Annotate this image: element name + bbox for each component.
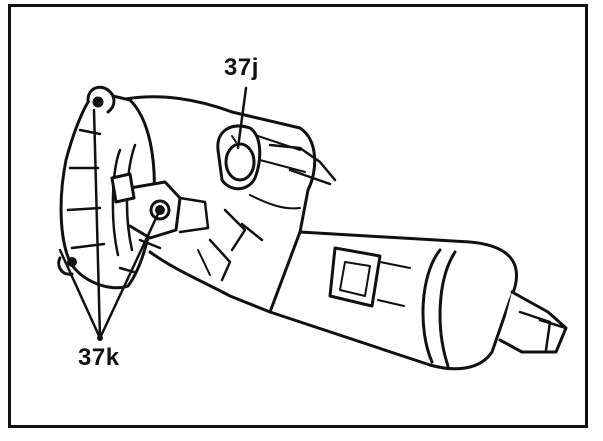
callout-37k: 37k: [78, 344, 120, 371]
figure-frame: [8, 4, 588, 428]
lock-housing-flange: [57, 85, 156, 290]
shaft-end: [498, 290, 568, 354]
lock-cylinder: [110, 172, 210, 274]
upper-housing: [118, 95, 337, 314]
leader-line-37k-lower: [58, 248, 102, 340]
leader-line-37j: [236, 86, 248, 150]
leader-line-37k-left: [92, 108, 102, 340]
callout-37j: 37j: [224, 54, 259, 81]
leader-apex: [97, 335, 103, 341]
figure-frame-bottom: [8, 425, 588, 428]
column-tube: [268, 230, 518, 371]
leader-line-37k-right: [98, 212, 160, 340]
mounting-boss-37j: [216, 124, 262, 191]
